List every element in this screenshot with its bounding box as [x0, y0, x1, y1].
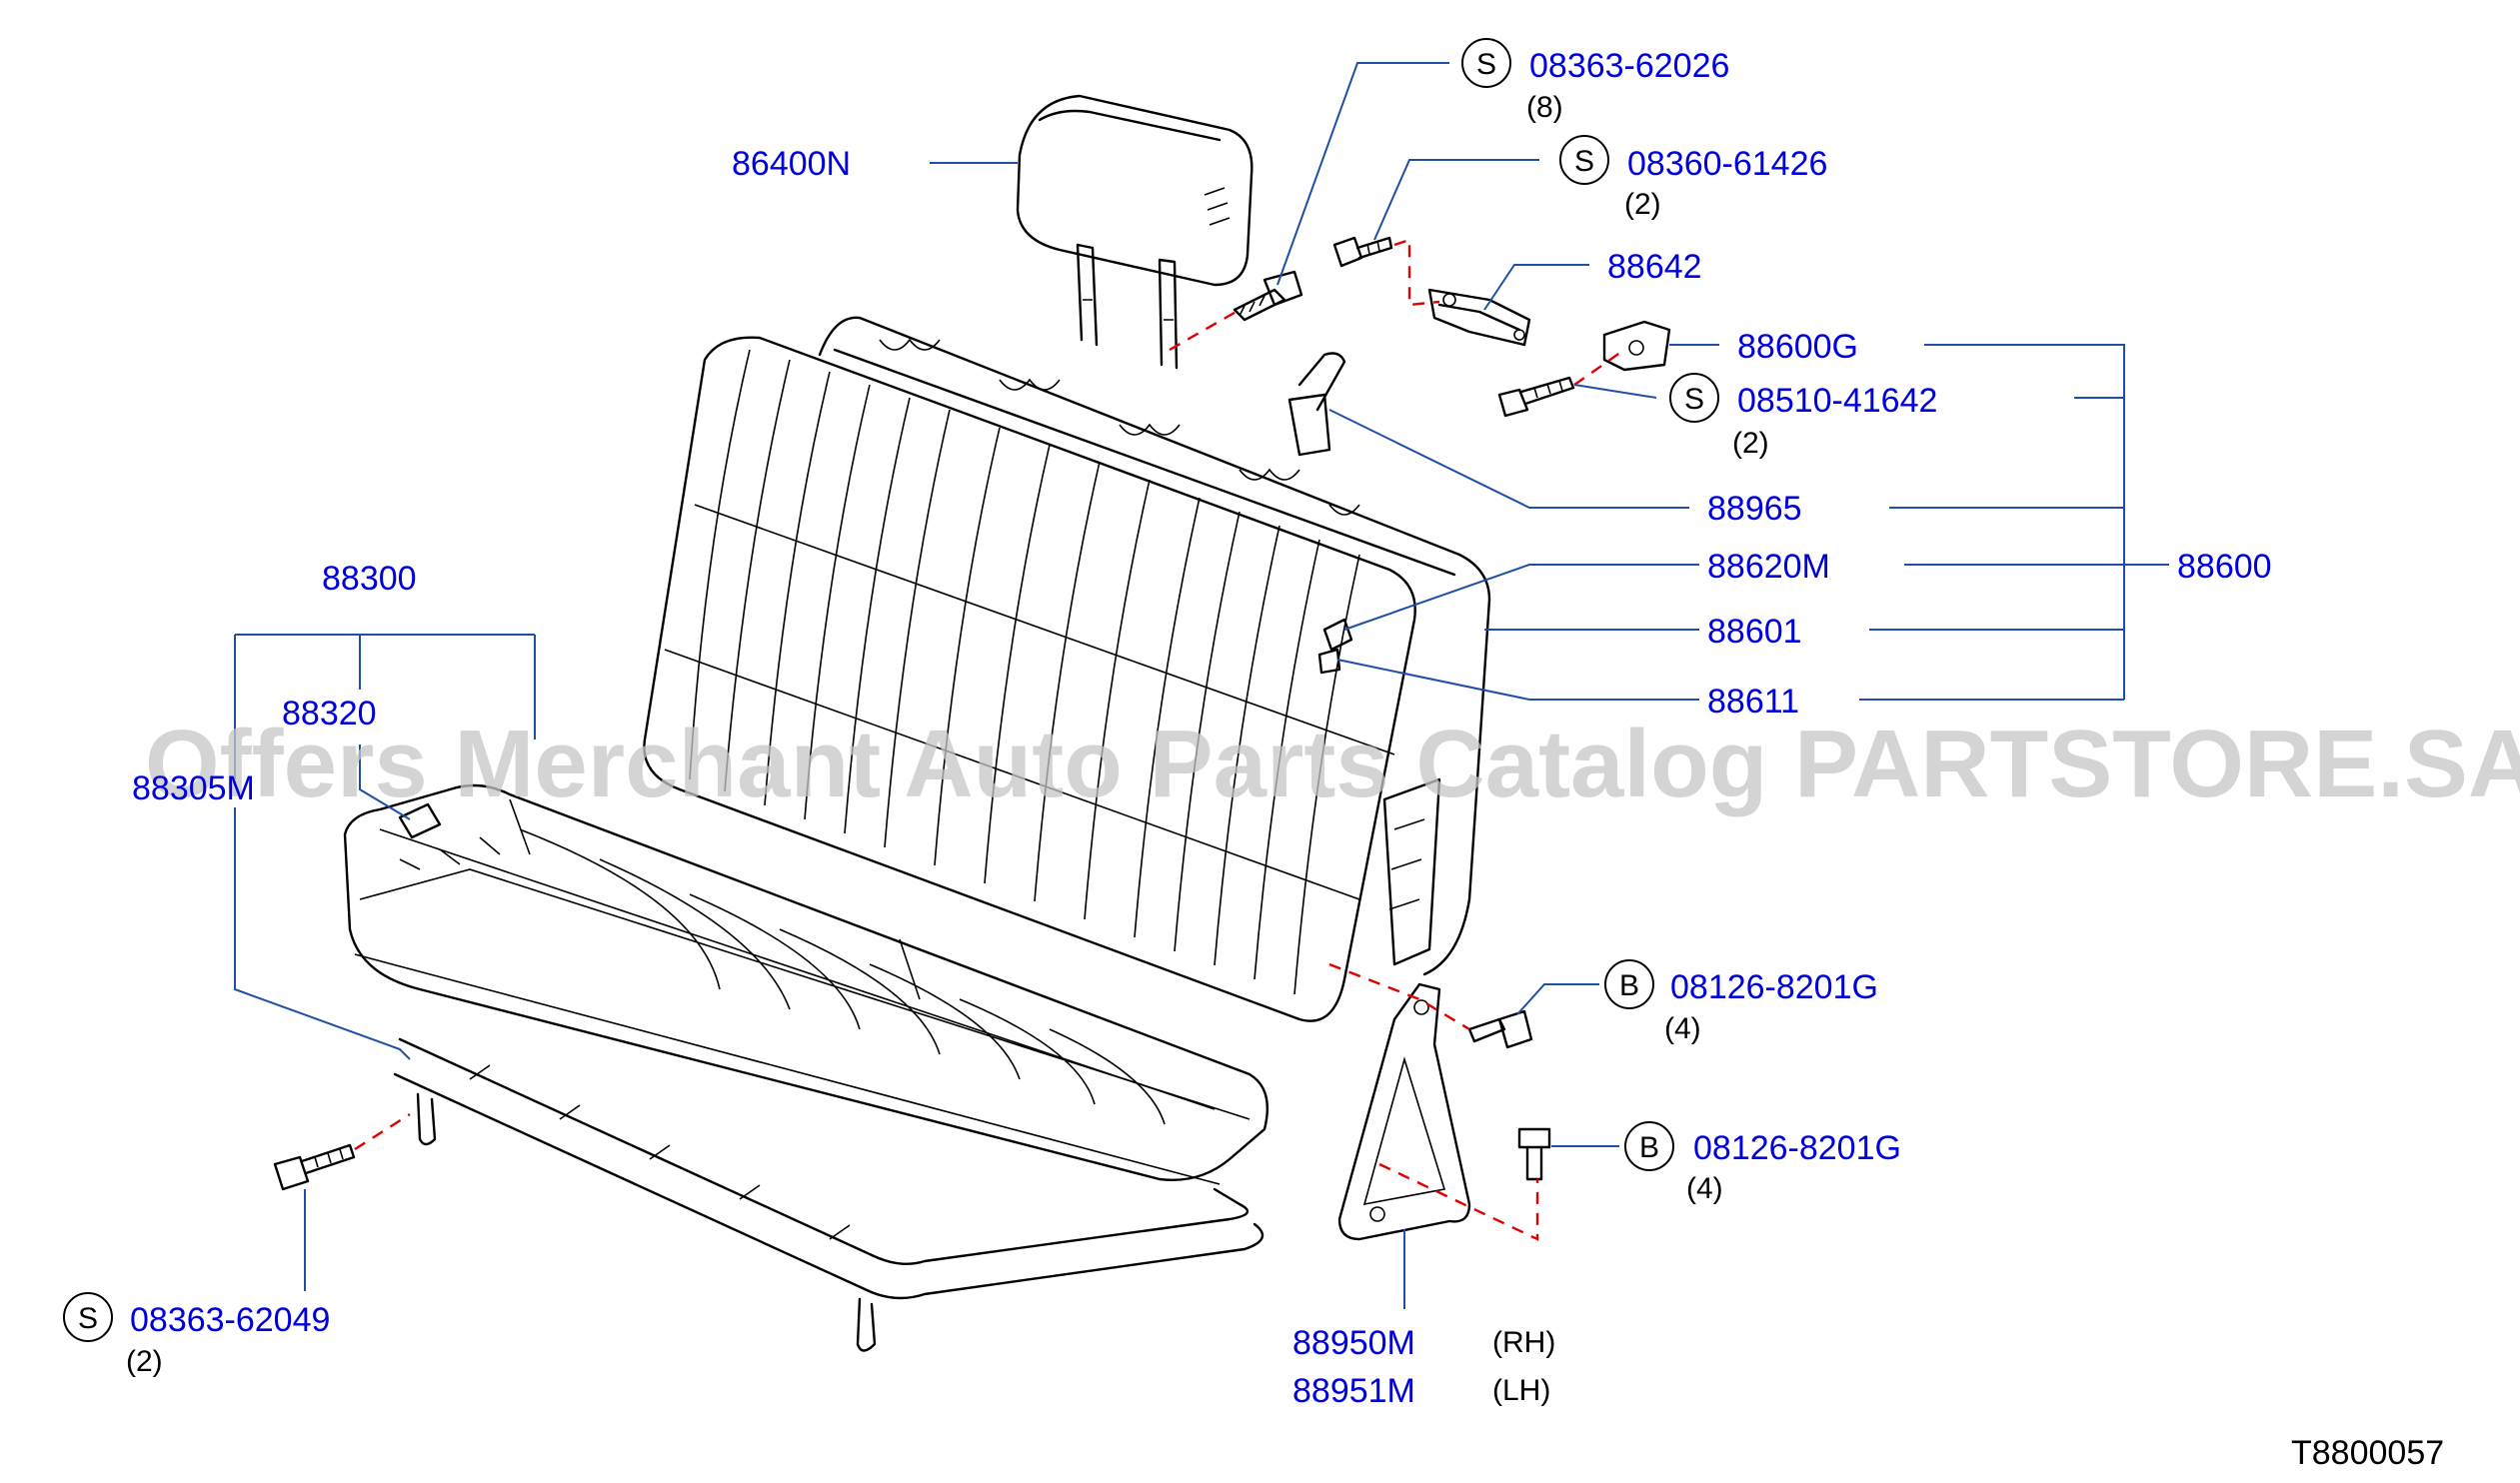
badge-circle-s2 [1559, 135, 1609, 185]
qty-08363-62026: (8) [1526, 91, 1563, 124]
screw-drawing-08363-62049 [273, 1143, 356, 1191]
callout-88965[interactable]: 88965 [1707, 490, 1802, 528]
callout-08363-62049[interactable]: 08363-62049 [130, 1301, 330, 1339]
badge-circle-s1 [1461, 38, 1511, 88]
badge-letter-b1: B [1619, 969, 1639, 1002]
badge-letter-s2: S [1574, 145, 1594, 178]
seat-back-drawing [643, 316, 1491, 1022]
callout-88611[interactable]: 88611 [1707, 683, 1799, 721]
qty-08126-8201G-upper: (4) [1664, 1012, 1701, 1045]
callout-88320[interactable]: 88320 [282, 695, 377, 733]
hardware-s2: S 08360-61426 (2) [1559, 135, 1827, 221]
hardware-b2: B 08126-8201G (4) [1624, 1121, 1901, 1205]
hardware-b1: B 08126-8201G (4) [1604, 959, 1878, 1045]
callout-labels: 86400N 88642 88600G 88965 88620M 88601 8… [132, 145, 2272, 1410]
qty-08360-61426: (2) [1624, 188, 1661, 221]
headrest-drawing [1016, 94, 1254, 370]
callout-88950M[interactable]: 88950M [1292, 1324, 1415, 1362]
badge-circle-b2 [1624, 1121, 1674, 1171]
callout-08126-8201G-upper[interactable]: 08126-8201G [1670, 968, 1878, 1006]
badge-letter-b2: B [1639, 1131, 1659, 1164]
callout-88600G[interactable]: 88600G [1737, 328, 1858, 366]
callout-88600[interactable]: 88600 [2177, 548, 2272, 586]
qty-08363-62049: (2) [126, 1345, 163, 1378]
watermark-text: Offers Merchant Auto Parts Catalog PARTS… [145, 711, 2520, 817]
callout-88300[interactable]: 88300 [322, 560, 417, 598]
diagram-code: T8800057 [2291, 1434, 2444, 1472]
leader-lines [234, 62, 2169, 1309]
bolt-drawing-upper [1467, 1009, 1533, 1049]
screw-drawing-08510 [1497, 376, 1575, 418]
hardware-s4: S 08363-62049 (2) [63, 1292, 330, 1378]
qty-08126-8201G-lower: (4) [1686, 1172, 1723, 1205]
side-label-lh: (LH) [1492, 1374, 1550, 1407]
callout-88601[interactable]: 88601 [1707, 613, 1802, 651]
bolt-drawing-lower [1517, 1127, 1551, 1181]
callout-88305M[interactable]: 88305M [132, 769, 255, 807]
badge-letter-s4: S [78, 1302, 98, 1335]
callout-08360-61426[interactable]: 08360-61426 [1627, 145, 1827, 183]
badge-letter-s3: S [1684, 383, 1704, 416]
fastening-paths [354, 238, 1625, 1241]
badge-circle-s3 [1669, 373, 1719, 423]
badge-circle-s4 [63, 1292, 113, 1342]
qty-08510-41642: (2) [1732, 427, 1769, 460]
badge-letter-s1: S [1476, 48, 1496, 81]
headrest-screw-drawing [1233, 270, 1303, 322]
callout-86400N[interactable]: 86400N [732, 145, 851, 183]
callout-08510-41642[interactable]: 08510-41642 [1737, 382, 1937, 420]
clip-drawing-88600G [1602, 320, 1671, 372]
callout-88620M[interactable]: 88620M [1707, 548, 1830, 586]
hardware-s3: S 08510-41642 (2) [1669, 373, 1937, 460]
callout-08363-62026[interactable]: 08363-62026 [1529, 47, 1729, 85]
side-bracket-drawing [1337, 982, 1471, 1241]
hinge-bracket-drawing [1427, 288, 1531, 347]
badge-circle-b1 [1604, 959, 1654, 1009]
side-label-rh: (RH) [1492, 1326, 1555, 1359]
callout-08126-8201G-lower[interactable]: 08126-8201G [1693, 1129, 1901, 1167]
strap-drawing-88965 [1287, 352, 1346, 457]
callout-88951M[interactable]: 88951M [1292, 1372, 1415, 1410]
callout-88642[interactable]: 88642 [1607, 248, 1702, 286]
hardware-s1: S 08363-62026 (8) [1461, 38, 1729, 124]
seat-cushion-drawing [343, 783, 1268, 1352]
screw-drawing-08360 [1332, 236, 1393, 268]
